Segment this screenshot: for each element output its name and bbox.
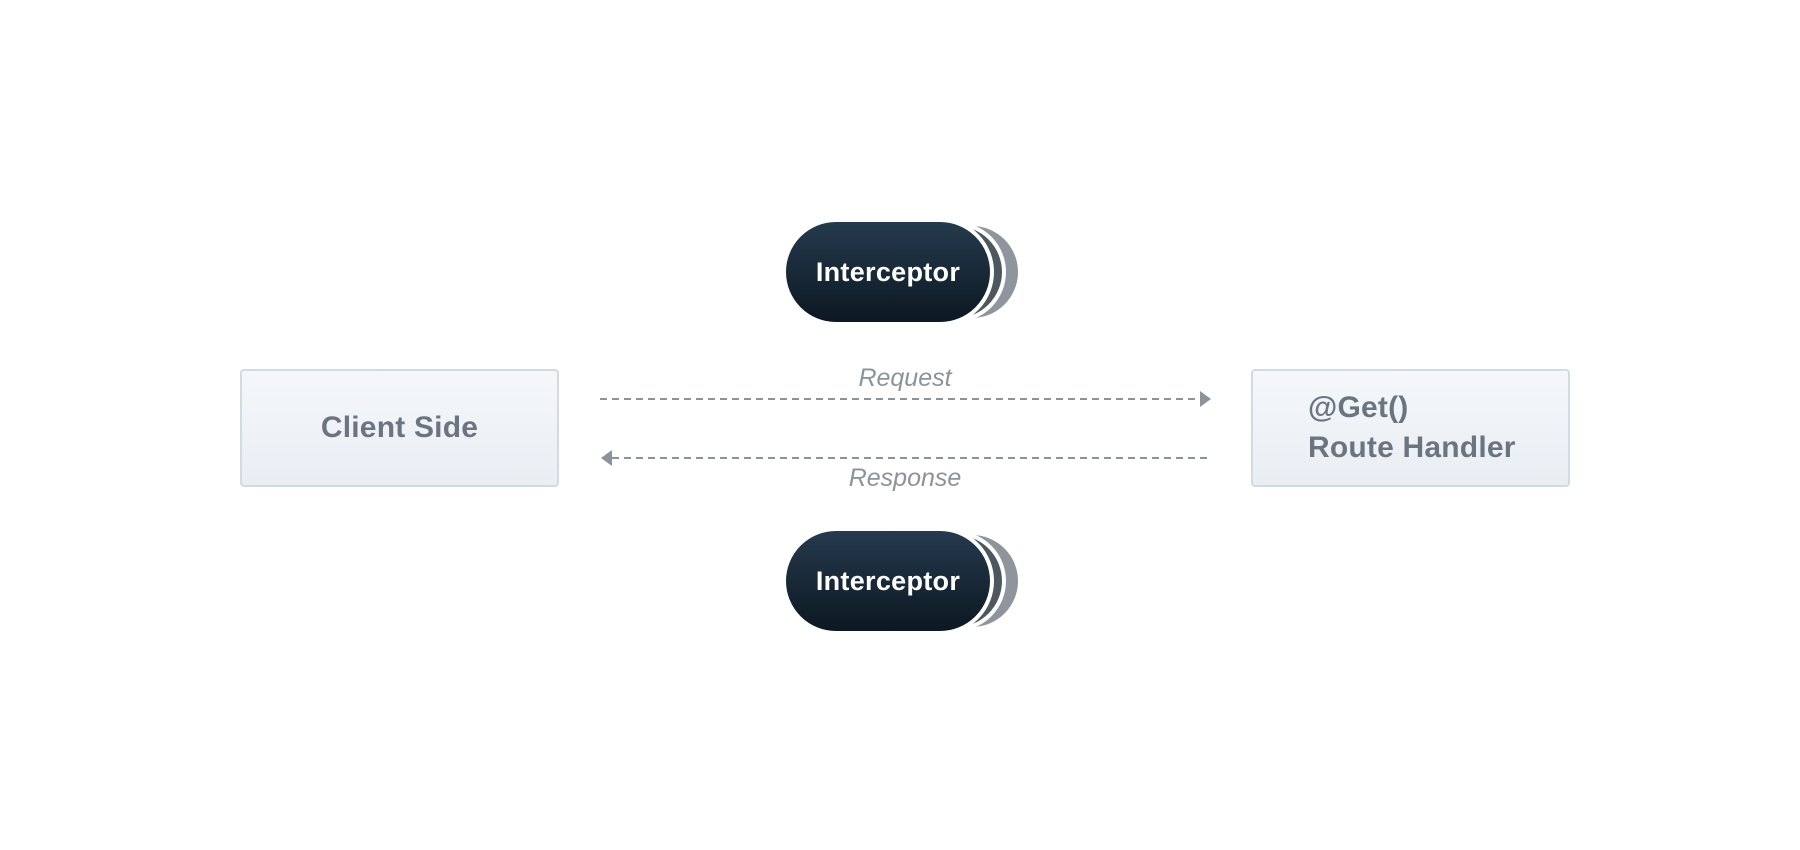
- interceptor-pill: Interceptor: [782, 527, 994, 635]
- route-handler-label: Route Handler: [1308, 431, 1516, 464]
- interceptor-top: Interceptor: [782, 218, 1026, 326]
- client-side-label: Client Side: [320, 411, 479, 444]
- request-arrow: [600, 391, 1211, 407]
- interceptor-pill: Interceptor: [782, 218, 994, 326]
- request-label: Request: [858, 364, 952, 392]
- interceptor-bottom: Interceptor: [782, 527, 1026, 635]
- route-handler-box: @Get() Route Handler: [1251, 369, 1570, 487]
- client-side-box: Client Side: [240, 369, 559, 487]
- interceptor-label: Interceptor: [815, 256, 961, 287]
- route-handler-decorator: @Get(): [1308, 391, 1409, 424]
- interceptor-label: Interceptor: [815, 565, 961, 596]
- response-label: Response: [848, 464, 962, 492]
